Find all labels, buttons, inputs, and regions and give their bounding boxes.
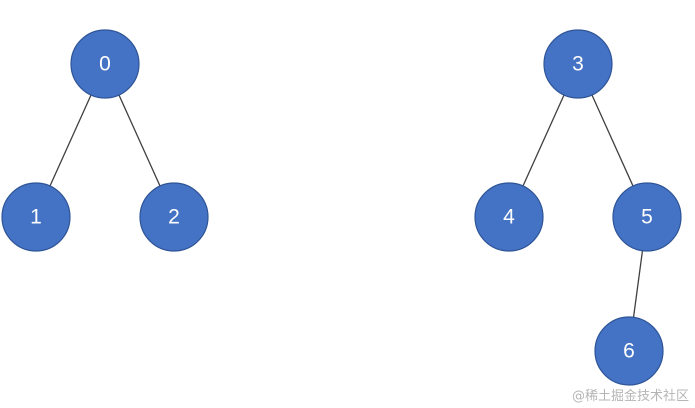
watermark-text: @稀土掘金技术社区 [571, 389, 689, 404]
node-circle [70, 29, 140, 99]
node-circle [612, 182, 682, 252]
node-label: 1 [30, 206, 42, 229]
node-circle [594, 316, 664, 386]
node-circle [474, 182, 544, 252]
edges-layer [35, 63, 648, 352]
node-circle [1, 182, 71, 252]
node-label: 0 [99, 53, 111, 76]
node-label: 2 [168, 206, 180, 229]
tree-node-3: 3 [543, 29, 613, 99]
tree-node-1: 1 [1, 182, 71, 252]
tree-node-6: 6 [594, 316, 664, 386]
node-circle [543, 29, 613, 99]
tree-node-4: 4 [474, 182, 544, 252]
node-label: 3 [572, 53, 584, 76]
tree-node-5: 5 [612, 182, 682, 252]
node-label: 5 [641, 206, 653, 229]
node-label: 4 [503, 206, 515, 229]
tree-node-2: 2 [139, 182, 209, 252]
tree-node-0: 0 [70, 29, 140, 99]
node-label: 6 [623, 340, 635, 363]
node-circle [139, 182, 209, 252]
nodes-layer: 0 1 2 3 4 5 6 [1, 29, 682, 386]
